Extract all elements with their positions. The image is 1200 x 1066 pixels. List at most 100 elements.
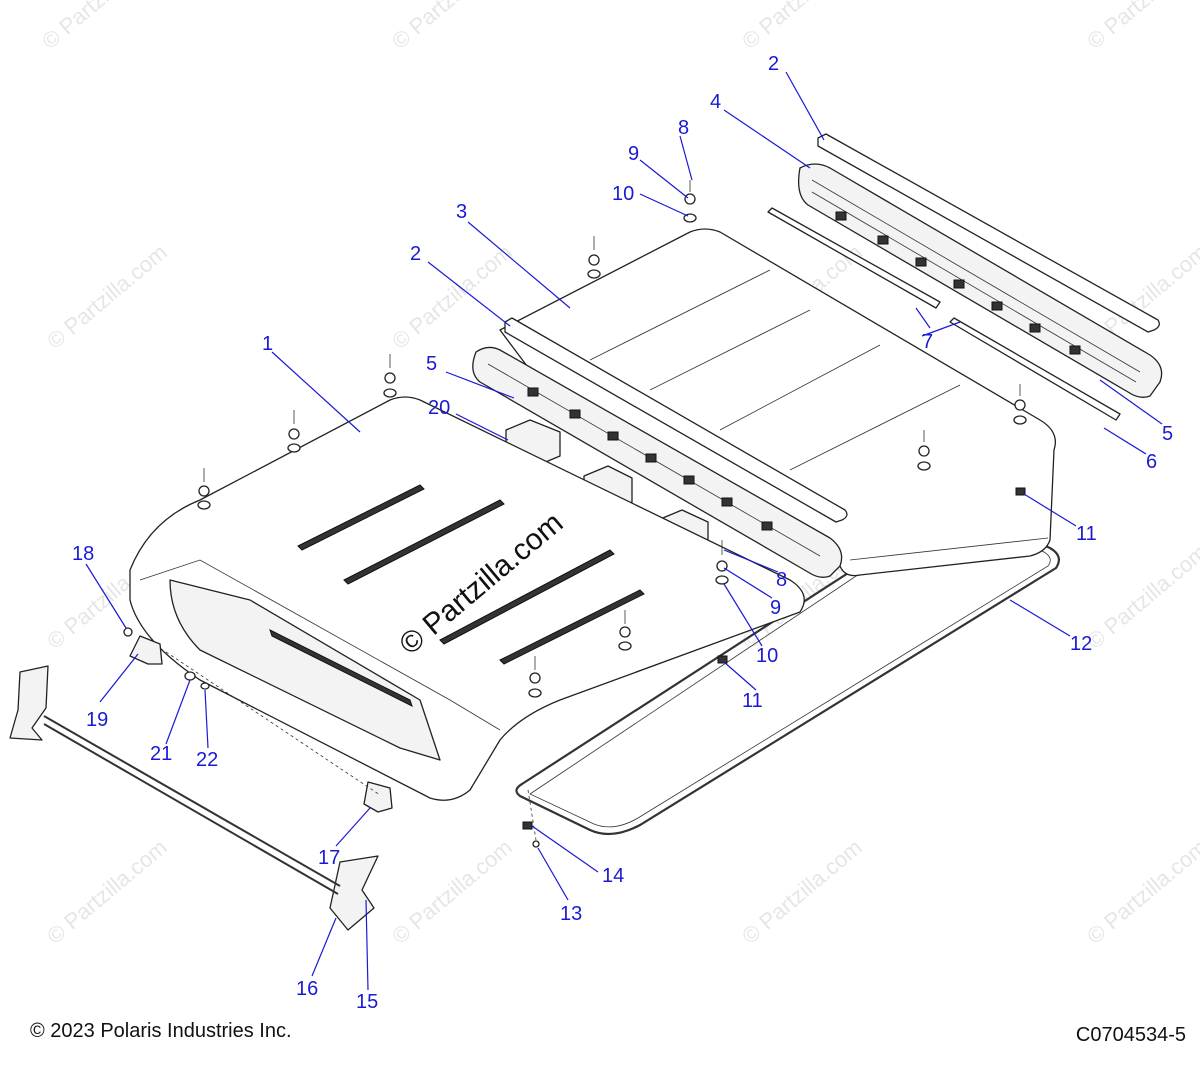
- bolt-stacks: [197, 180, 1027, 698]
- callout-15: 15: [356, 991, 378, 1013]
- watermark: © Partzilla.com: [1082, 539, 1200, 653]
- callout-6: 6: [1146, 451, 1157, 473]
- part-4-channel-rail: [797, 163, 1163, 398]
- callout-11: 11: [742, 690, 763, 712]
- part-11-clip: [717, 655, 728, 664]
- part-16-corner-seal-left: [9, 665, 49, 741]
- callout-4: 4: [710, 91, 721, 113]
- bolt-stack: [587, 236, 601, 279]
- bolt-stack: [383, 354, 397, 398]
- callout-14: 14: [602, 865, 624, 887]
- seal-cable: [43, 715, 341, 887]
- callouts: 1 2 2 3 4 5 5 6 7 8 8 9 9 10 10 11 11 12…: [72, 53, 1173, 1013]
- bolt-stack: [197, 468, 211, 510]
- watermark: © Partzilla.com: [387, 834, 517, 948]
- part-7-strip: [767, 207, 941, 309]
- callout-11: 11: [1076, 523, 1097, 545]
- watermark: © Partzilla.com: [42, 239, 172, 353]
- clip: [835, 211, 847, 221]
- part-7-strip: [949, 317, 1121, 421]
- part-3-panel-edge: [849, 537, 1049, 561]
- part-21-washer: [184, 671, 196, 681]
- bolt-stack: [683, 180, 697, 223]
- callout-13: 13: [560, 903, 582, 925]
- bolt-stack: [618, 610, 632, 651]
- part-22-nut: [200, 682, 210, 690]
- callout-18: 18: [72, 543, 94, 565]
- copyright-text: © 2023 Polaris Industries Inc.: [30, 1020, 292, 1042]
- callout-8: 8: [678, 117, 689, 139]
- callout-9: 9: [628, 143, 639, 165]
- clip: [991, 301, 1003, 311]
- alignment-dashline: [165, 651, 381, 796]
- part-1-rib: [343, 499, 505, 585]
- alignment-dashline: [527, 789, 537, 841]
- seal-cable: [43, 723, 339, 895]
- callout-3: 3: [456, 201, 467, 223]
- clip: [683, 475, 695, 485]
- clip: [877, 235, 889, 245]
- callout-10: 10: [612, 183, 634, 205]
- part-3-rib: [789, 384, 961, 471]
- callout-12: 12: [1070, 633, 1092, 655]
- watermark: © Partzilla.com: [737, 834, 867, 948]
- bolt-stack: [1013, 384, 1027, 425]
- callout-2: 2: [410, 243, 421, 265]
- part-4-channel-inner: [811, 179, 1141, 373]
- part-3-rib: [649, 309, 811, 391]
- watermark: © Partzilla.com: [1082, 0, 1200, 54]
- bolt-stack: [917, 430, 931, 471]
- callout-17: 17: [318, 847, 340, 869]
- callout-10: 10: [756, 645, 778, 667]
- part-1-front-lip: [139, 559, 501, 731]
- callout-8: 8: [776, 569, 787, 591]
- part-1-visor: [169, 579, 441, 761]
- clip: [607, 431, 619, 441]
- watermark: © Partzilla.com: [37, 0, 167, 54]
- clip-row: [527, 211, 1081, 531]
- watermark: © Partzilla.com: [387, 239, 517, 353]
- part-19-hinge-bracket: [129, 635, 163, 665]
- callout-19: 19: [86, 709, 108, 731]
- callout-1: 1: [262, 333, 273, 355]
- part-13-screw: [532, 840, 540, 848]
- part-3-rib: [719, 344, 881, 431]
- callout-20: 20: [428, 397, 450, 419]
- diagram-code: C0704534-5: [1075, 1024, 1186, 1046]
- part-1-rib: [269, 629, 413, 707]
- part-14-clip: [522, 821, 533, 830]
- clip: [953, 279, 965, 289]
- watermark: © Partzilla.com: [737, 0, 867, 54]
- callout-21: 21: [150, 743, 172, 765]
- watermark: © Partzilla.com: [1082, 834, 1200, 948]
- clip: [761, 521, 773, 531]
- clip: [527, 387, 539, 397]
- callout-5: 5: [426, 353, 437, 375]
- part-3-rib: [589, 269, 771, 361]
- clip: [1029, 323, 1041, 333]
- clip: [1069, 345, 1081, 355]
- part-4-channel-inner: [811, 191, 1137, 383]
- leader-lines: [85, 71, 1163, 991]
- clip: [645, 453, 657, 463]
- watermark: © Partzilla.com: [387, 0, 517, 54]
- clip: [915, 257, 927, 267]
- callout-9: 9: [770, 597, 781, 619]
- part-17-hinge-bracket: [363, 781, 393, 813]
- part-18-nut: [123, 627, 133, 637]
- callout-2: 2: [768, 53, 779, 75]
- bolt-stack: [287, 410, 301, 453]
- callout-7: 7: [922, 331, 933, 353]
- watermark: © Partzilla.com: [42, 834, 172, 948]
- part-1-rib: [499, 589, 645, 665]
- callout-5: 5: [1162, 423, 1173, 445]
- part-2-trim-strip: [817, 133, 1160, 333]
- callout-16: 16: [296, 978, 318, 1000]
- front-channel-rail: [472, 346, 843, 578]
- clip: [569, 409, 581, 419]
- part-1-rib: [439, 549, 615, 645]
- callout-22: 22: [196, 749, 218, 771]
- part-3-rear-roof-panel: [499, 228, 1057, 577]
- clip: [721, 497, 733, 507]
